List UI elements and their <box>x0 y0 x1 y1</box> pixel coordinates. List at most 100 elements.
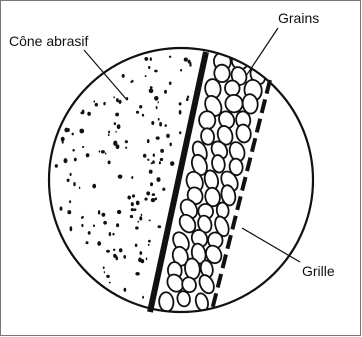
abrasive-dot <box>155 197 157 200</box>
abrasive-dot <box>116 98 119 102</box>
abrasive-dot <box>156 106 158 109</box>
abrasive-dot <box>146 191 150 195</box>
abrasive-dot <box>125 147 127 149</box>
abrasive-dot <box>109 282 111 284</box>
cone-label: Cône abrasif <box>9 33 88 49</box>
abrasive-dot <box>189 62 191 65</box>
abrasive-dot <box>170 161 174 166</box>
abrasive-dot <box>162 188 165 191</box>
abrasive-dot <box>150 182 153 186</box>
abrasive-dot <box>186 98 189 101</box>
abrasive-dot <box>179 131 181 134</box>
abrasive-dot <box>70 173 72 176</box>
abrasive-dot <box>114 122 116 125</box>
abrasive-dot <box>184 58 188 62</box>
grain <box>235 123 252 143</box>
abrasive-dot <box>113 249 116 251</box>
abrasive-dot <box>147 139 150 143</box>
abrasive-dot <box>95 103 98 107</box>
abrasive-dot <box>151 162 153 164</box>
abrasive-dot <box>131 208 134 211</box>
abrasive-dot <box>103 266 105 269</box>
abrasive-dot <box>72 133 74 136</box>
abrasive-dot <box>93 100 95 102</box>
abrasive-dot <box>67 179 70 182</box>
abrasive-dot <box>119 248 123 252</box>
abrasive-dot <box>118 174 123 178</box>
abrasive-dot <box>156 136 160 139</box>
abrasive-dot <box>102 213 106 217</box>
abrasive-dot <box>149 88 154 93</box>
abrasive-dot <box>132 194 135 197</box>
abrasive-dot <box>139 216 142 220</box>
abrasive-dot <box>139 251 142 255</box>
abrasive-dot <box>79 187 80 190</box>
abrasive-dot <box>148 240 151 243</box>
abrasive-dot <box>151 121 154 125</box>
abrasive-dot <box>122 74 125 78</box>
abrasive-dot <box>124 288 127 292</box>
abrasive-dot <box>82 216 84 219</box>
abrasive-dot <box>62 141 64 144</box>
abrasive-dot <box>179 102 182 105</box>
abrasive-dot <box>150 57 152 61</box>
abrasive-dot <box>67 210 71 214</box>
abrasive-dot <box>159 161 161 164</box>
abrasive-dot <box>154 70 158 73</box>
abrasive-dot <box>115 131 116 133</box>
abrasive-dot <box>131 202 134 206</box>
abrasive-dot <box>136 111 139 114</box>
abrasive-dot <box>150 86 153 89</box>
grain <box>224 80 240 97</box>
grain <box>197 273 217 296</box>
abrasive-dot <box>179 110 182 115</box>
abrasive-dot <box>152 193 155 196</box>
abrasive-dot <box>69 200 71 203</box>
abrasive-dot <box>106 250 110 253</box>
abrasive-dot <box>156 177 160 182</box>
abrasive-dot <box>113 254 116 258</box>
grille-label: Grille <box>302 263 335 279</box>
abrasive-dot <box>103 221 107 225</box>
abrasive-dot <box>158 118 160 121</box>
abrasive-dot <box>108 131 110 134</box>
abrasive-dot <box>60 207 63 211</box>
abrasive-dot <box>164 90 167 94</box>
abrasive-dot <box>169 143 171 147</box>
abrasive-dot <box>101 150 105 153</box>
abrasive-dot <box>158 225 162 228</box>
abrasive-dot <box>169 82 172 85</box>
abrasive-dot <box>123 255 126 259</box>
abrasive-dot <box>87 112 91 116</box>
abrasive-dot <box>108 161 111 165</box>
abrasive-dot <box>88 231 91 235</box>
abrasive-dot <box>145 75 147 77</box>
abrasive-dot <box>153 154 155 157</box>
abrasive-dot <box>138 221 140 223</box>
abrasive-dot <box>154 96 159 101</box>
abrasive-dot <box>115 113 119 117</box>
abrasive-dot <box>81 224 83 227</box>
abrasive-dot <box>125 140 128 143</box>
abrasive-dot <box>151 198 155 202</box>
abrasive-dot <box>86 241 89 244</box>
abrasive-dot <box>103 102 105 105</box>
abrasive-dot <box>141 214 143 216</box>
abrasive-dot <box>180 69 182 72</box>
abrasive-dot <box>117 124 121 129</box>
abrasive-dot <box>146 257 148 260</box>
abrasive-dot <box>64 128 68 133</box>
abrasive-dot <box>80 112 83 115</box>
abrasive-dot <box>130 215 133 218</box>
abrasive-dot <box>165 124 167 127</box>
abrasive-dot <box>136 201 140 205</box>
abrasive-dot <box>142 114 144 117</box>
abrasive-dot <box>144 198 147 201</box>
grain <box>158 292 174 312</box>
abrasive-dot <box>64 158 68 163</box>
abrasive-dot <box>127 195 131 199</box>
abrasive-dot <box>149 220 151 222</box>
abrasive-dot <box>169 56 171 58</box>
abrasive-dot <box>148 244 150 246</box>
abrasive-dot <box>116 144 120 149</box>
